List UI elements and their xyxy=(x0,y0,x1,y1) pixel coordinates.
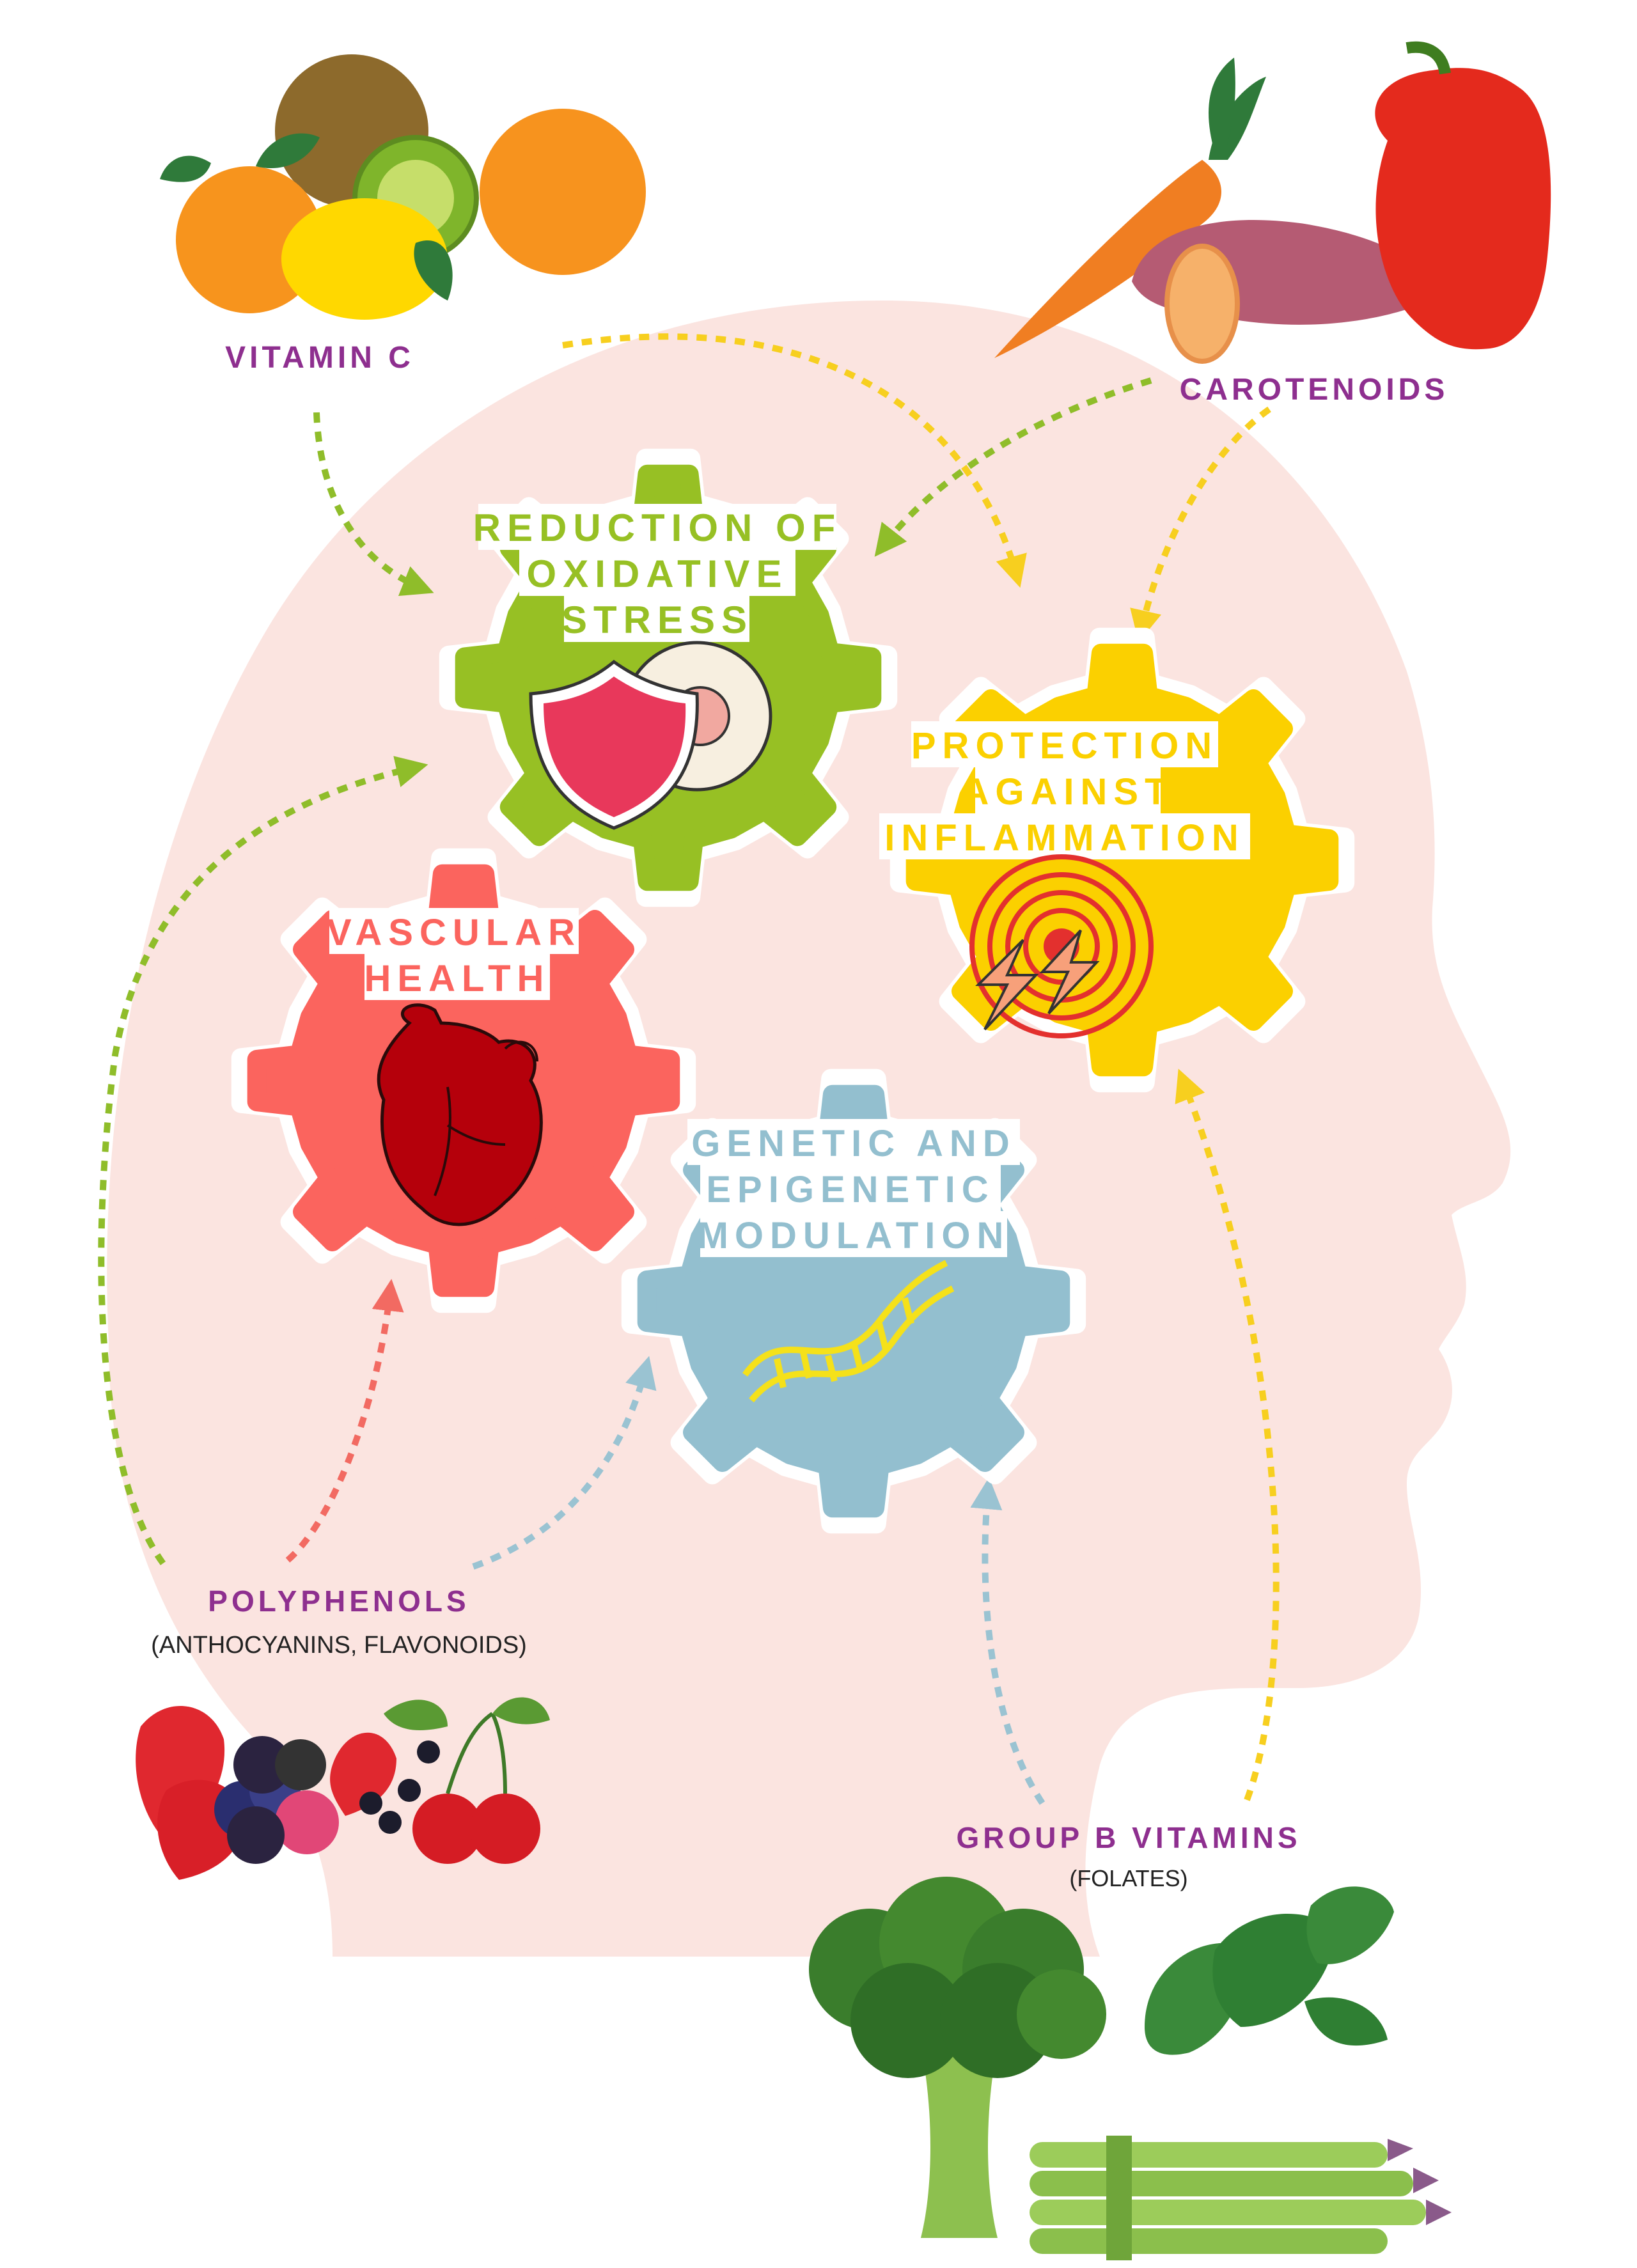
inflammation-target-icon xyxy=(969,854,1154,1038)
genetic-title-line-1: GENETIC AND xyxy=(691,1123,1015,1164)
gear-inflammation xyxy=(889,627,1355,1093)
genetic-title-line-2: EPIGENETIC xyxy=(706,1169,994,1210)
arrow-polyphenols-to-genetic xyxy=(472,1356,657,1570)
vascular-title: VASCULAR HEALTH xyxy=(327,908,581,1000)
polyphenols-sub: (ANTHOCYANINS, FLAVONOIDS) xyxy=(151,1632,527,1659)
arrow-vitaminc-to-oxidative xyxy=(313,412,434,597)
dna-icon xyxy=(742,1260,955,1403)
arrow-carotenoids-to-inflammation xyxy=(1130,406,1271,643)
carotenoids-label: CAROTENOIDS xyxy=(1180,373,1449,407)
group-b-label: GROUP B VITAMINS xyxy=(957,1821,1301,1854)
shield-icon xyxy=(529,641,772,830)
genetic-title-line-3: MODULATION xyxy=(698,1215,1010,1256)
arrow-polyphenols-to-vascular xyxy=(285,1279,404,1563)
berries-icon xyxy=(136,1697,550,1880)
inflammation-title-line-1: PROTECTION xyxy=(911,725,1218,767)
oxidative-title-line-1: REDUCTION OF xyxy=(473,506,842,549)
carrot-pepper-icon xyxy=(994,41,1551,364)
arrow-groupb-to-genetic xyxy=(970,1477,1046,1805)
heart-icon xyxy=(377,1003,543,1226)
oxidative-title: REDUCTION OF OXIDATIVE STRESS xyxy=(473,504,842,642)
oxidative-title-line-2: OXIDATIVE xyxy=(527,552,788,595)
greens-icon xyxy=(809,1877,1452,2260)
genetic-title: GENETIC AND EPIGENETIC MODULATION xyxy=(687,1119,1020,1257)
vascular-title-line-1: VASCULAR xyxy=(327,912,581,953)
arrow-vitaminc-to-inflammation xyxy=(562,333,1027,588)
inflammation-title-line-3: INFLAMMATION xyxy=(884,817,1245,859)
vitamin-c-label: VITAMIN C xyxy=(225,341,414,375)
arrows xyxy=(98,333,1280,1805)
group-b-sub: (FOLATES) xyxy=(1069,1865,1187,1891)
inflammation-title: PROTECTION AGAINST INFLAMMATION xyxy=(879,721,1250,859)
inflammation-title-line-2: AGAINST xyxy=(962,771,1174,813)
arrow-groupb-to-inflammation xyxy=(1175,1068,1280,1801)
oxidative-title-line-3: STRESS xyxy=(561,598,753,641)
arrow-polyphenols-to-oxidative xyxy=(98,756,428,1565)
polyphenols-label: POLYPHENOLS xyxy=(208,1584,469,1618)
vascular-title-line-2: HEALTH xyxy=(364,958,551,999)
citrus-fruit-icon xyxy=(160,54,646,320)
